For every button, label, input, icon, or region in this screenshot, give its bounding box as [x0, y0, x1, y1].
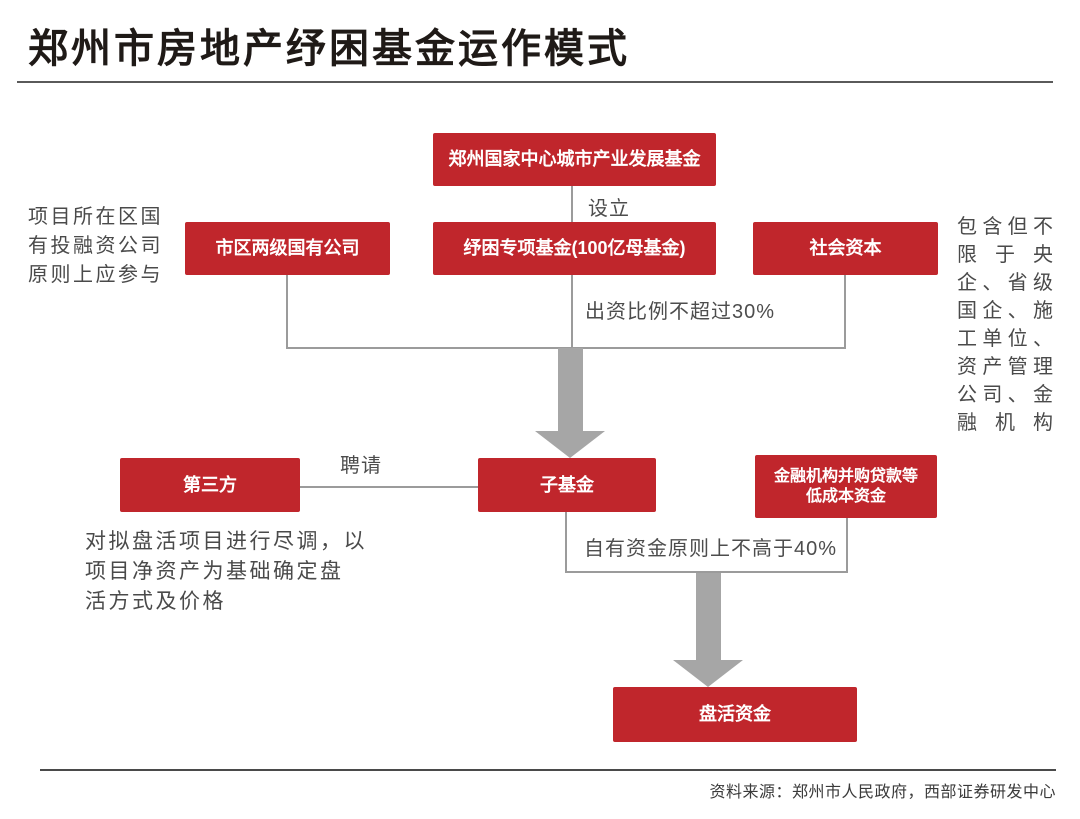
- down-arrow-icon: [696, 573, 721, 661]
- connector-row3-horizontal: [565, 571, 848, 573]
- financial-loans-line2: 低成本资金: [805, 487, 886, 505]
- connector-establish: [571, 186, 573, 222]
- annotation-right: 包含但不 限于央 企、省级 国企、施 工单位、 资产管理 公司、金 融机构: [957, 216, 1053, 434]
- node-parent-fund: 郑州国家中心城市产业发展基金: [433, 133, 716, 186]
- title-divider: [17, 81, 1053, 83]
- label-establish: 设立: [588, 198, 630, 220]
- down-arrow-icon: [558, 348, 583, 432]
- annotation-left-bottom: 对拟盘活项目进行尽调，以 项目净资产为基础确定盘 活方式及价格: [85, 530, 367, 613]
- connector-social-capital: [844, 275, 846, 349]
- down-arrow-head-icon: [535, 431, 605, 458]
- label-own-funds-cap: 自有资金原则上不高于40%: [584, 538, 838, 560]
- node-social-capital: 社会资本: [753, 222, 938, 275]
- connector-relief-fund: [571, 275, 573, 349]
- node-relief-fund: 纾困专项基金(100亿母基金): [433, 222, 716, 275]
- node-sub-fund: 子基金: [478, 458, 656, 512]
- node-city-soe: 市区两级国有公司: [185, 222, 390, 275]
- connector-sub-fund: [565, 512, 567, 573]
- annotation-left-top: 项目所在区国 有投融资公司 原则上应参与: [28, 206, 163, 286]
- connector-hire: [300, 486, 478, 488]
- label-contribution-cap: 出资比例不超过30%: [585, 301, 776, 323]
- footer-source: 资料来源：郑州市人民政府，西部证券研发中心: [709, 784, 1056, 801]
- connector-financial-loans: [846, 518, 848, 573]
- page-title: 郑州市房地产纾困基金运作模式: [28, 27, 630, 71]
- financial-loans-line1: 金融机构并购贷款等: [773, 467, 918, 485]
- down-arrow-head-icon: [673, 660, 743, 687]
- connector-city-soe: [286, 275, 288, 349]
- node-revitalize-fund: 盘活资金: [613, 687, 857, 742]
- label-hire: 聘请: [340, 455, 382, 477]
- node-financial-loans: 金融机构并购贷款等 低成本资金: [755, 455, 937, 518]
- footer-divider: [40, 769, 1056, 771]
- node-third-party: 第三方: [120, 458, 300, 512]
